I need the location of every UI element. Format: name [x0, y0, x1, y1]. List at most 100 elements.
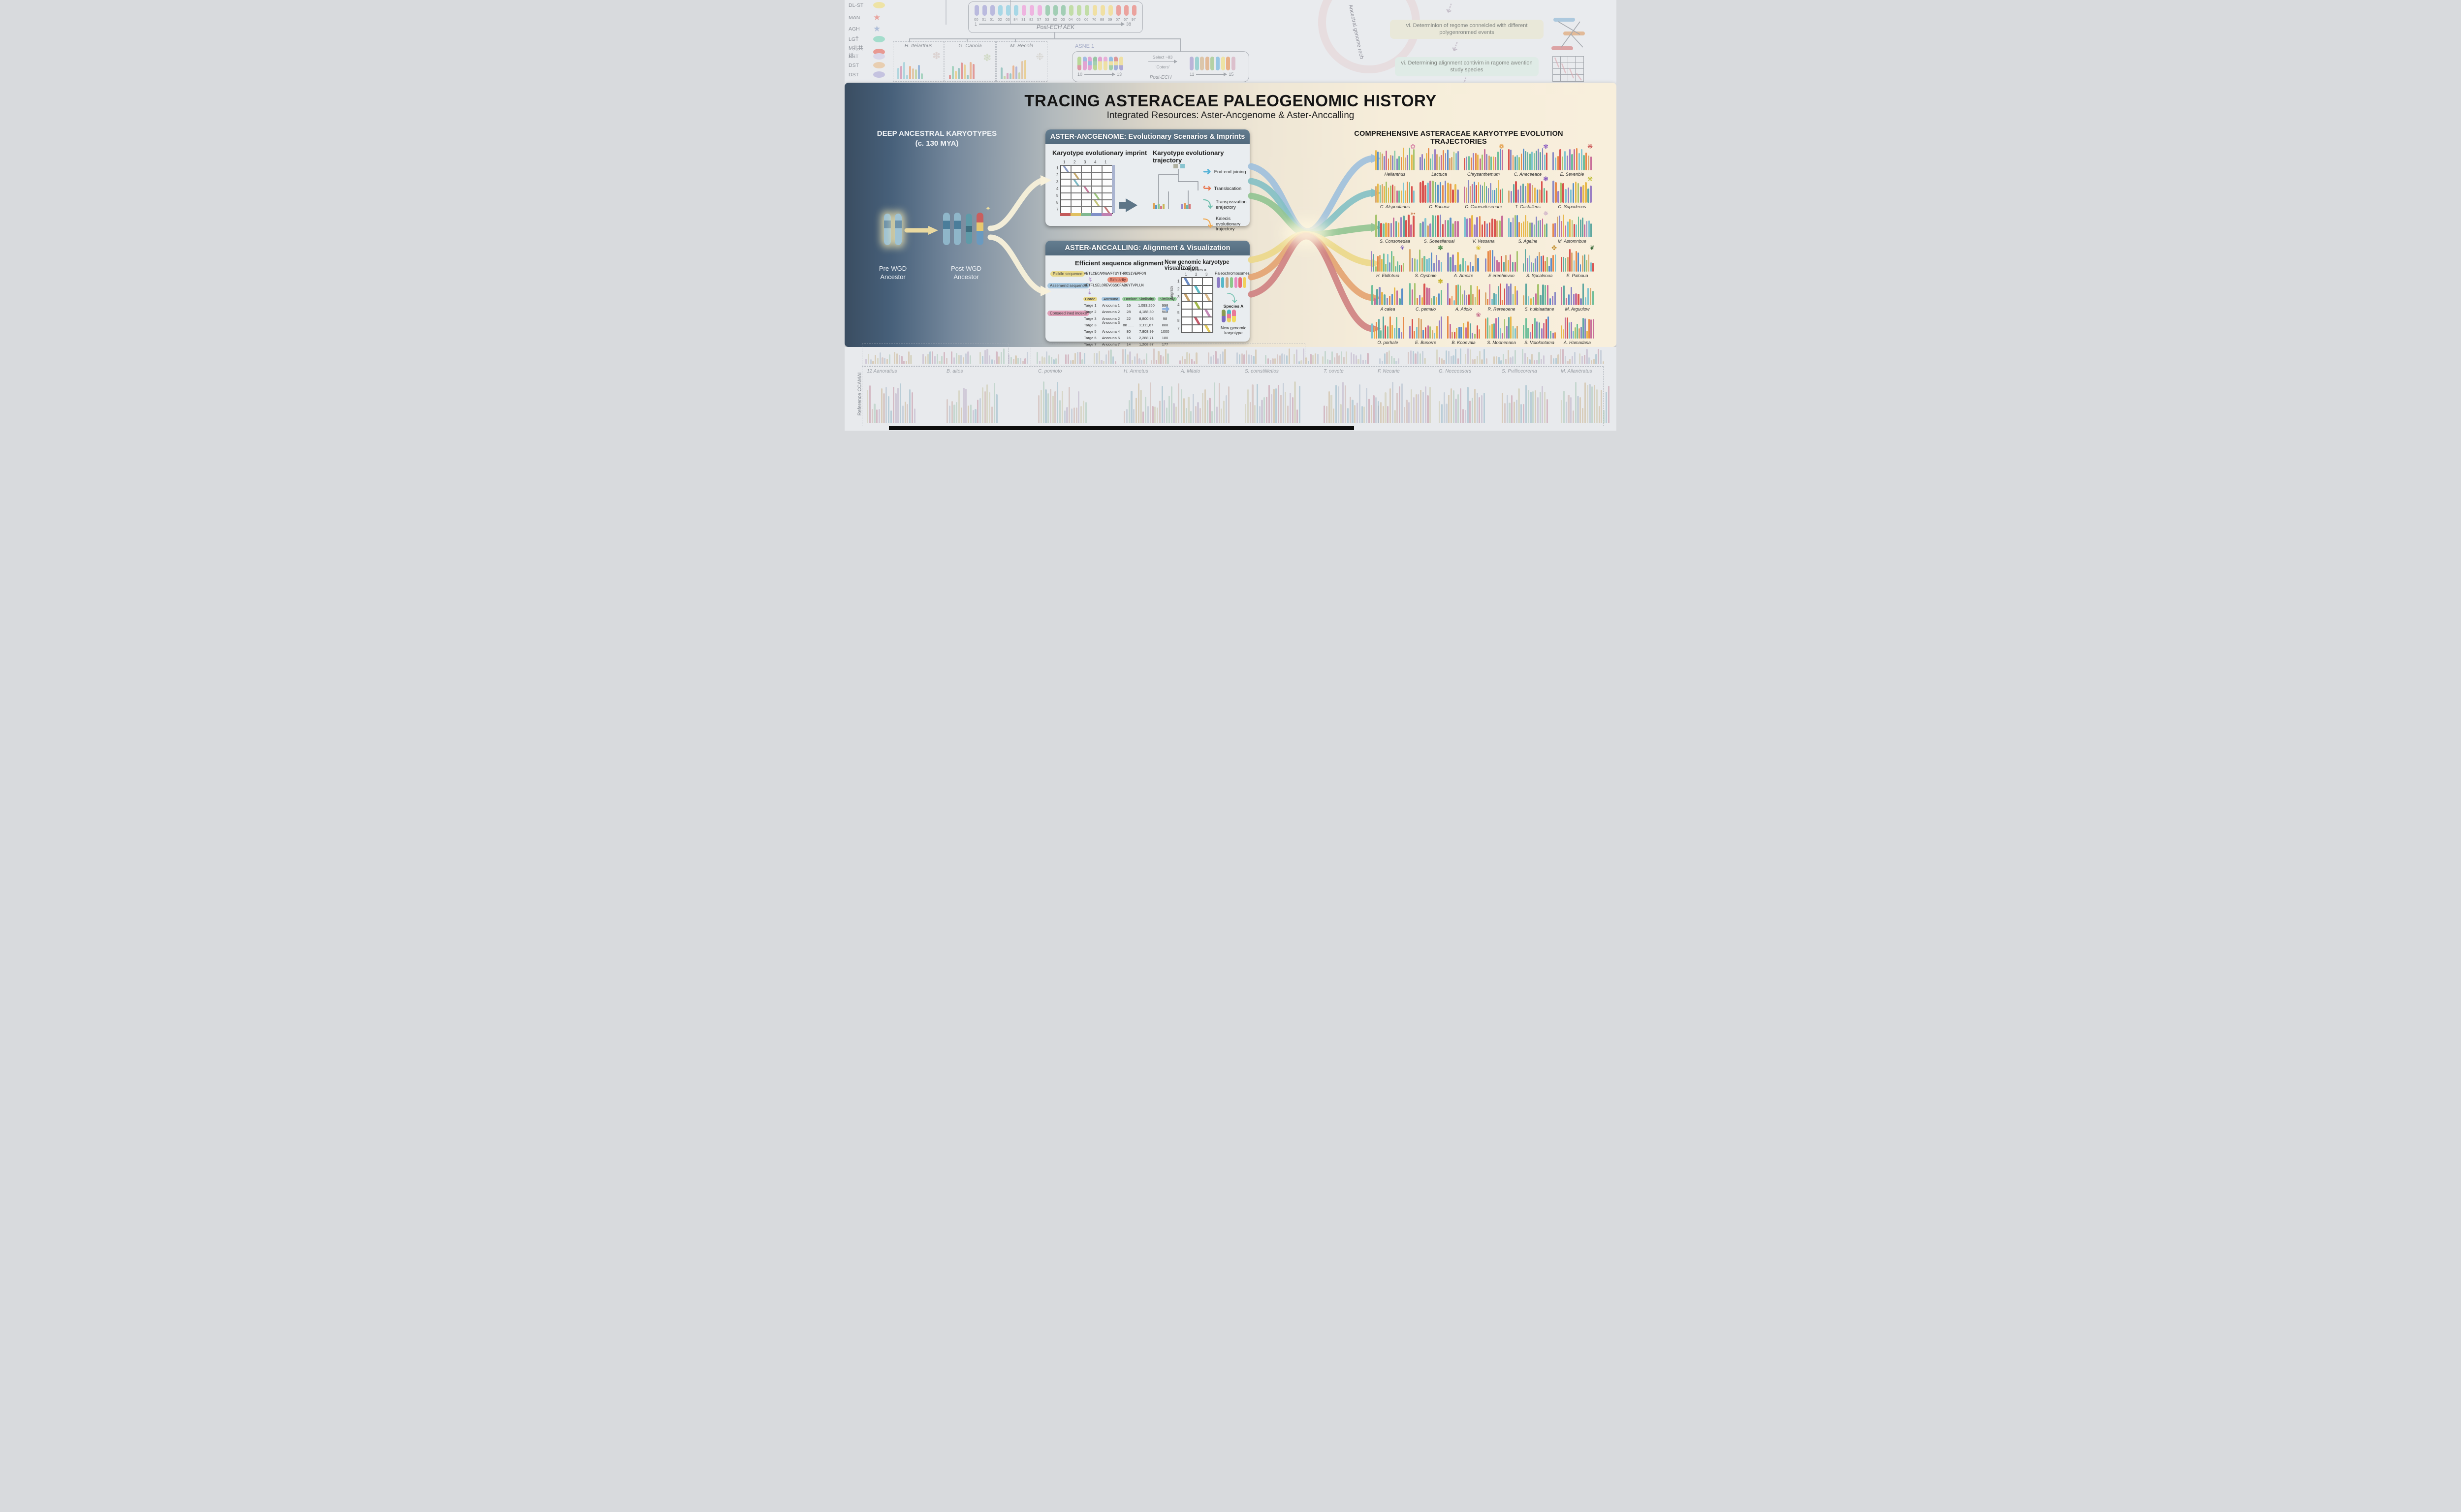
reference-species-name: 12 Aanoratius — [867, 369, 897, 374]
matrix-cell — [1061, 207, 1071, 214]
asne-chromosome — [1098, 57, 1103, 70]
table-cell: 1,208,87 — [1139, 342, 1154, 347]
karyotype-chart — [1464, 215, 1503, 237]
reference-species-name: S. comstililetios — [1245, 369, 1279, 374]
matrix-cell — [1092, 207, 1102, 214]
karyotype-chart — [1464, 148, 1503, 170]
matrix-cell — [1071, 179, 1081, 186]
table-cell: 1000 — [1161, 329, 1169, 334]
species-name: M. Astomnbue — [1558, 239, 1586, 244]
trajectory-legend-item: ↪Translocation — [1203, 183, 1248, 194]
asne-left-chromosomes — [1077, 57, 1123, 70]
end-end-joining-arrow-icon: ➜ — [1203, 166, 1211, 177]
reference-karyotype — [1324, 378, 1380, 423]
legend-label: End-end joining — [1214, 169, 1246, 174]
pre-wgd-chromosome — [884, 214, 891, 245]
partial-bar-cluster — [979, 348, 1005, 364]
table-cell: 88 ...... — [1123, 322, 1135, 327]
reference-karyotype — [1561, 378, 1609, 423]
matrix-cell — [1061, 172, 1071, 179]
reference-species-name: C. pomioto — [1038, 369, 1062, 374]
grid-col-label: 2 — [1195, 272, 1198, 277]
consensus-tag: Conseed ined indexe — [1047, 311, 1090, 316]
grid-cell — [1202, 317, 1213, 325]
grid-cell — [1182, 278, 1192, 285]
karyotype-cell: M. Arguulow — [1561, 283, 1594, 312]
legend-label: DST — [849, 71, 859, 78]
karyotype-chart — [1561, 316, 1594, 339]
reference-karyotype — [947, 378, 998, 423]
flower-icon: ✽ — [1438, 278, 1443, 285]
dotplot-grid-icon — [1552, 56, 1584, 82]
pick-sequence-tag: Pickiln sequence — [1050, 271, 1085, 277]
species-a-chromosome — [1227, 310, 1231, 322]
matrix-cell — [1071, 193, 1081, 200]
reference-karyotype — [1124, 378, 1180, 423]
reference-species-name: S. Pvilliocorema — [1502, 369, 1537, 374]
matrix-cell — [1071, 186, 1081, 193]
matrix-cell — [1061, 200, 1071, 207]
reference-karyotype — [867, 378, 915, 423]
karyotype-cell: C. pemalo✽ — [1409, 278, 1443, 312]
grid-row-label: 2 — [1177, 287, 1180, 291]
karyotype-cell: S. Agelne✵ — [1508, 210, 1548, 244]
karyotype-cell: O. porhale — [1371, 316, 1405, 345]
grid-row-label: 1 — [1177, 279, 1180, 284]
species-name: S. Vololontama — [1524, 340, 1554, 345]
anccalling-panel: ASTER-ANCCALLING: Alignment & Visualizat… — [1045, 241, 1250, 346]
aek-number: 70 — [1092, 17, 1097, 22]
reference-species-name: F. Necarie — [1378, 369, 1400, 374]
flower-icon: ✾ — [1543, 143, 1548, 150]
table-cell: 908 — [1162, 310, 1168, 315]
partial-bar-cluster — [1408, 348, 1426, 364]
legend-label: BST — [849, 53, 859, 60]
species-name: E. Palooua — [1566, 273, 1588, 278]
legend-item: MAN★ — [849, 13, 881, 22]
species-name: T. Castalleus — [1515, 204, 1541, 209]
flow-arrow-icon: ⇣ — [1448, 38, 1463, 56]
squiggle-arrow-icon: ↯ — [1088, 276, 1093, 283]
ribbon — [1248, 232, 1376, 301]
legend-label: Translocation — [1214, 186, 1242, 191]
plant-icon: ❉ — [1036, 52, 1044, 63]
ancgenome-title: ASTER-ANCGENOME: Evolutionary Scenarios … — [1045, 129, 1250, 144]
reference-karyotype — [1038, 378, 1087, 423]
species-box-2: G. Canoia ❃ — [945, 41, 996, 82]
karyotype-cell: A calea — [1371, 283, 1404, 312]
grid-cell — [1202, 309, 1213, 317]
asne-chromosome — [1205, 57, 1209, 70]
post-wgd-chromosome — [966, 214, 972, 244]
table-cell: Targe 3 — [1084, 316, 1097, 321]
ribbon — [1248, 233, 1376, 332]
partial-bar-cluster — [1294, 348, 1319, 364]
species-name: C. Alspoolanus — [1380, 204, 1410, 209]
partial-bar-cluster — [1493, 348, 1516, 364]
aek-chromosome — [990, 5, 995, 16]
aek-range-end: 38 — [1126, 22, 1132, 27]
grid-axis-label: Angrstn — [1169, 286, 1174, 300]
trajectory-legend-item: ⤵Kalecis evolutionary trajectory — [1203, 216, 1248, 232]
asne-chromosome — [1108, 57, 1113, 70]
matrix-row-label: 8 — [1056, 200, 1059, 205]
asne-chromosome — [1093, 57, 1097, 70]
partial-bar-cluster — [894, 348, 912, 364]
translocation-arrow-icon: ↪ — [1203, 183, 1211, 194]
partial-bar-cluster — [1322, 348, 1347, 364]
partial-bar-cluster — [1351, 348, 1369, 364]
karyotype-cell: C. Alspoolanus — [1375, 180, 1415, 209]
trajectory-heading: Karyotype evolutionary trajectory — [1153, 149, 1224, 164]
species-name: E. Bunorre — [1415, 340, 1437, 345]
left-heading-line1: DEEP ANCESTRAL KARYOTYPES — [877, 129, 997, 138]
matrix-cell — [1102, 179, 1112, 186]
paleochromosome-pill — [1230, 277, 1233, 288]
table-cell: 888 — [1162, 322, 1168, 327]
aek-chromosome — [1108, 5, 1113, 16]
table-cell: 1,093,250 — [1138, 303, 1155, 308]
reference-karyotype — [1502, 378, 1548, 423]
aek-number: 97 — [1131, 17, 1136, 22]
matrix-cell — [1061, 165, 1071, 172]
column-header: Similarity — [1135, 297, 1158, 302]
